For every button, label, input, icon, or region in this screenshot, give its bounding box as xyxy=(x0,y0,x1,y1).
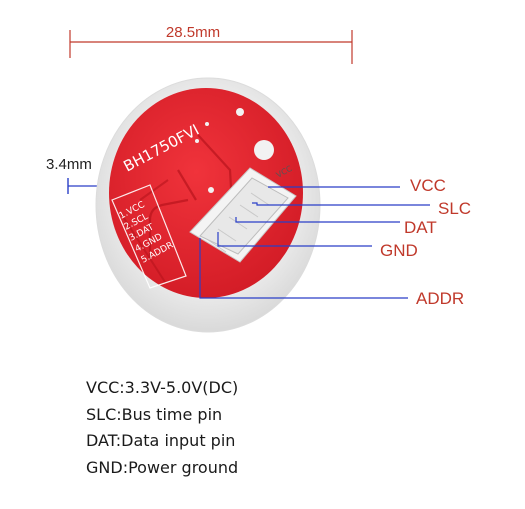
legend-line-slc: SLC:Bus time pin xyxy=(86,402,238,429)
via-hole xyxy=(208,187,214,193)
width-dimension: 28.5mm xyxy=(70,24,352,64)
width-dimension-label: 28.5mm xyxy=(166,24,220,41)
legend-line-vcc: VCC:3.3V-5.0V(DC) xyxy=(86,375,238,402)
pin-label-slc: SLC xyxy=(438,199,471,218)
legend-line-dat: DAT:Data input pin xyxy=(86,428,238,455)
pin-legend: VCC:3.3V-5.0V(DC) SLC:Bus time pin DAT:D… xyxy=(86,375,238,481)
legend-line-gnd: GND:Power ground xyxy=(86,455,238,482)
thickness-dimension: 3.4mm xyxy=(46,156,101,194)
pin-label-gnd: GND xyxy=(380,241,418,260)
pin-label-dat: DAT xyxy=(404,218,437,237)
pin-labels: VCC SLC DAT GND ADDR xyxy=(380,176,471,308)
mounting-hole xyxy=(254,140,274,160)
pin-label-vcc: VCC xyxy=(410,176,446,195)
pin-label-addr: ADDR xyxy=(416,289,464,308)
thickness-dimension-label: 3.4mm xyxy=(46,156,92,173)
via-hole xyxy=(205,122,209,126)
mounting-hole xyxy=(236,108,244,116)
